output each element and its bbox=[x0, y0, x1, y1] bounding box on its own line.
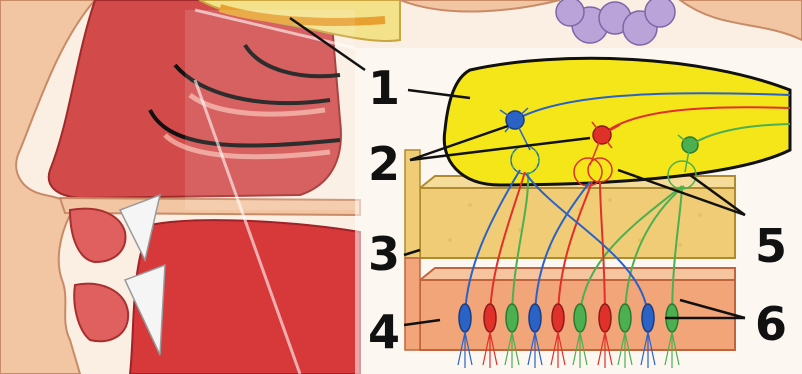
tongue bbox=[130, 220, 360, 374]
label-4: 4 bbox=[368, 305, 400, 359]
olfactory-bulb bbox=[444, 58, 790, 185]
label-3: 3 bbox=[368, 227, 400, 281]
label-1: 1 bbox=[368, 61, 400, 115]
zoom-detail bbox=[405, 58, 790, 368]
label-5: 5 bbox=[755, 219, 787, 273]
label-2: 2 bbox=[368, 137, 400, 191]
label-6: 6 bbox=[755, 297, 787, 351]
